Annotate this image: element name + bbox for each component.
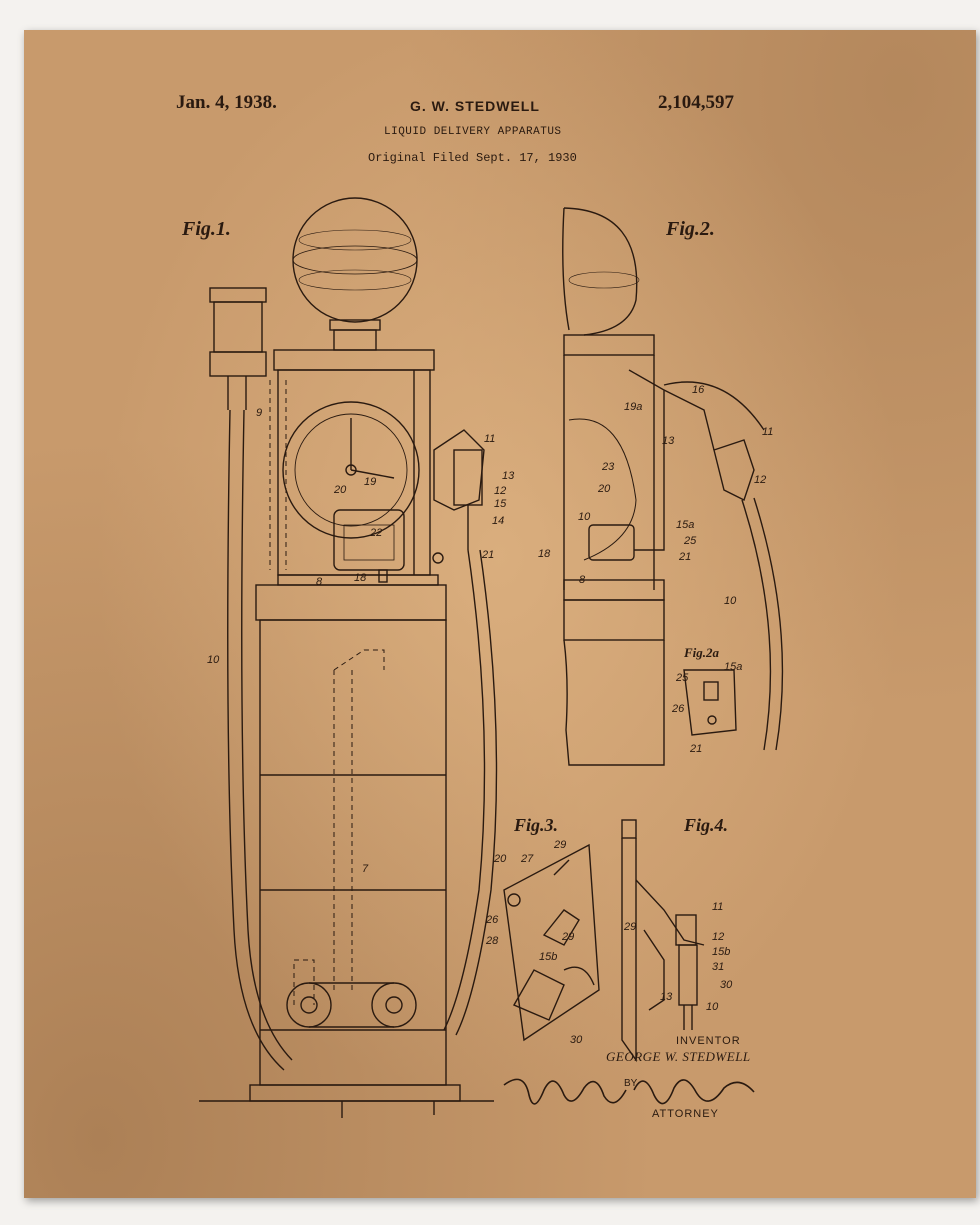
ref-15a-fig2: 15a [676,519,694,531]
ref-23-fig2: 23 [601,461,615,473]
ref-11-fig2: 11 [762,426,773,438]
ref-12-fig2: 12 [754,474,766,486]
patent-drawing: 9 10 11 13 12 15 14 21 22 8 18 20 19 7 1… [199,197,784,1118]
inventor-header: G. W. STEDWELL [410,98,540,114]
ref-25-fig2a: 25 [675,672,689,684]
ref-12-fig1: 12 [494,485,506,497]
ref-13-fig2: 13 [662,435,675,447]
filed-date: Original Filed Sept. 17, 1930 [368,151,577,165]
ref-28-fig3: 28 [485,935,499,947]
ref-8-fig2: 8 [579,574,586,586]
inventor-label: INVENTOR [676,1035,741,1047]
ref-8-fig1: 8 [316,576,323,588]
ref-16-fig2: 16 [692,384,705,396]
ref-15a-fig2a: 15a [724,661,742,673]
patent-sheet: Jan. 4, 1938. G. W. STEDWELL 2,104,597 L… [24,30,976,1198]
patent-date: Jan. 4, 1938. [176,92,277,113]
ref-19-fig1: 19 [364,476,376,488]
ref-13-fig1: 13 [502,470,515,482]
by-label: BY [624,1078,638,1089]
ref-26-fig2a: 26 [671,703,685,715]
ref-29-fig4: 29 [623,921,636,933]
ref-21-fig2: 21 [678,551,691,563]
ref-18-fig2: 18 [538,548,551,560]
fig2-section-drawing [562,207,784,766]
inventor-name: GEORGE W. STEDWELL [606,1049,751,1064]
ref-20-fig3: 20 [493,853,507,865]
ref-26-fig3: 26 [485,914,499,926]
ref-31-fig4: 31 [712,961,724,973]
ref-18-fig1: 18 [354,572,367,584]
attorney-signature-drawing [503,1078,755,1105]
ref-20-fig1: 20 [333,484,347,496]
ref-21-fig1: 21 [481,549,494,561]
ref-20-fig2: 20 [597,483,611,495]
ref-29-fig3-top: 29 [553,839,566,851]
fig2-label: Fig.2. [666,218,715,240]
ref-19a-fig2: 19a [624,401,642,413]
ref-11-fig1: 11 [484,433,495,445]
ref-29-fig3: 29 [561,931,574,943]
ref-15-fig1: 15 [494,498,507,510]
fig4-hook-drawing [621,819,705,1063]
ref-9: 9 [256,407,262,419]
ref-12-fig4: 12 [712,931,724,943]
fig3-label: Fig.3. [514,815,559,835]
ref-10-fig2: 10 [578,511,591,523]
ref-21-fig2a: 21 [689,743,702,755]
fig3-bracket-drawing [503,843,600,1042]
fig4-label: Fig.4. [684,815,729,835]
ref-14-fig1: 14 [492,515,504,527]
patent-number: 2,104,597 [658,92,734,113]
ref-30-fig4: 30 [720,979,733,991]
fig1-label: Fig.1. [182,218,231,240]
ref-27-fig3: 27 [520,853,534,865]
ref-15b-fig3: 15b [539,951,557,963]
ref-13-fig4: 13 [660,991,673,1003]
ref-15b-fig4: 15b [712,946,730,958]
ref-10-fig2-hose: 10 [724,595,737,607]
ref-22-fig1: 22 [369,527,382,539]
ref-10-fig4: 10 [706,1001,719,1013]
ref-30-fig3: 30 [570,1034,583,1046]
fig1-pump-drawing [199,197,498,1118]
attorney-label: ATTORNEY [652,1108,719,1120]
patent-title: LIQUID DELIVERY APPARATUS [384,126,562,138]
ref-25-fig2: 25 [683,535,697,547]
ref-10-fig1: 10 [207,654,220,666]
ref-11-fig4: 11 [712,901,723,913]
ref-7-fig1: 7 [362,863,369,875]
fig2a-label: Fig.2a [684,645,720,660]
